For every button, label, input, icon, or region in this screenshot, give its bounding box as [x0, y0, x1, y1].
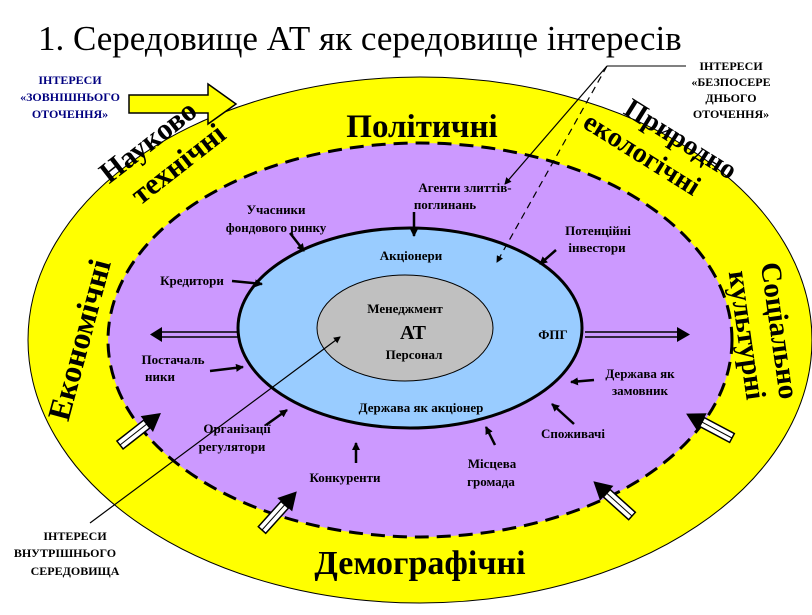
arrow-consumers: [551, 403, 575, 425]
actor-arrows: [209, 212, 595, 463]
actor-state-shareholder: Держава як акціонер: [359, 400, 484, 415]
sector-political: Політичні: [346, 109, 497, 145]
actor-state-customer-line-1: Держава як: [605, 366, 675, 381]
internal-callout-line-1: ІНТЕРЕСИ: [43, 529, 107, 543]
slide-title: 1. Середовище АТ як середовище інтересів: [38, 19, 682, 58]
inward-thick-arrows: [115, 412, 736, 535]
arrow-potential-investors: [539, 249, 557, 265]
immediate-callout-line-4: ОТОЧЕННЯ»: [693, 107, 769, 121]
arrow-local-community: [484, 426, 497, 446]
arrow-creditors: [231, 279, 263, 288]
immediate-callout-line-1: ІНТЕРЕСИ: [699, 59, 763, 73]
arrow-stock-participants: [289, 232, 305, 252]
arrow-regulators: [265, 408, 288, 427]
actor-stock-participants-line-2: фондового ринку: [226, 220, 327, 235]
core-management: Менеджмент: [367, 301, 443, 316]
inward-arrow-bottom-left: [257, 491, 297, 535]
immediate-interests-callout: ІНТЕРЕСИ «БЕЗПОСЕРЕ ДНЬОГО ОТОЧЕННЯ»: [691, 59, 770, 121]
immediate-callout-arrow-solid: [504, 65, 608, 185]
actor-potential-investors-line-2: інвестори: [568, 240, 626, 255]
external-interests-callout: ІНТЕРЕСИ «ЗОВНІШНЬОГО ОТОЧЕННЯ»: [20, 73, 120, 121]
inward-arrow-left: [115, 412, 161, 450]
core-jsc: АТ: [400, 322, 427, 344]
actor-suppliers-line-2: ники: [145, 369, 175, 384]
immediate-callout-line-3: ДНЬОГО: [705, 91, 756, 105]
immediate-callout-arrow-dashed: [496, 65, 608, 263]
internal-interests-callout: ІНТЕРЕСИ ВНУТРІШНЬОГО СЕРЕДОВИЩА: [14, 529, 120, 578]
actor-local-community-line-1: Місцева: [468, 456, 517, 471]
core-personnel: Персонал: [386, 347, 443, 362]
immediate-callout-line-2: «БЕЗПОСЕРЕ: [691, 75, 770, 89]
left-double-arrow-head: [150, 327, 162, 342]
actor-potential-investors-line-1: Потенційні: [565, 223, 631, 238]
actor-merger-agents-line-1: Агенти злиттів-: [418, 180, 511, 195]
internal-callout-line-3: СЕРЕДОВИЩА: [31, 564, 120, 578]
right-double-arrow-head: [677, 327, 690, 342]
outward-arrows: [150, 327, 690, 342]
external-interests-arrow: [128, 82, 238, 126]
actor-merger-agents-line-2: поглинань: [414, 197, 476, 212]
external-callout-line-3: ОТОЧЕННЯ»: [32, 107, 108, 121]
actor-regulators-line-2: регулятори: [199, 439, 266, 454]
actor-shareholders: Акціонери: [380, 248, 443, 263]
actor-local-community-line-2: громада: [467, 474, 515, 489]
arrow-suppliers: [209, 363, 244, 373]
actor-fpg: ФПГ: [538, 327, 568, 342]
actor-state-customer-line-2: замовник: [612, 383, 669, 398]
sector-demographic: Демографічні: [314, 545, 525, 582]
actor-suppliers-line-1: Постачаль: [141, 352, 204, 367]
inward-arrow-bottom-right: [593, 481, 637, 521]
internal-callout-line-2: ВНУТРІШНЬОГО: [14, 546, 116, 560]
actor-consumers: Споживачі: [541, 426, 605, 441]
external-callout-line-1: ІНТЕРЕСИ: [38, 73, 102, 87]
internal-callout-arrow: [89, 336, 341, 524]
actor-creditors: Кредитори: [160, 273, 224, 288]
arrow-state-customer: [570, 377, 595, 386]
sector-sociocultural: Соціально культурні: [722, 260, 805, 402]
actor-regulators-line-1: Організації: [203, 421, 271, 436]
inward-arrow-right: [686, 413, 736, 444]
core-ellipse: [316, 274, 494, 382]
external-callout-line-2: «ЗОВНІШНЬОГО: [20, 90, 120, 104]
actor-stock-participants-line-1: Учасники: [246, 202, 306, 217]
actor-competitors: Конкуренти: [310, 470, 381, 485]
